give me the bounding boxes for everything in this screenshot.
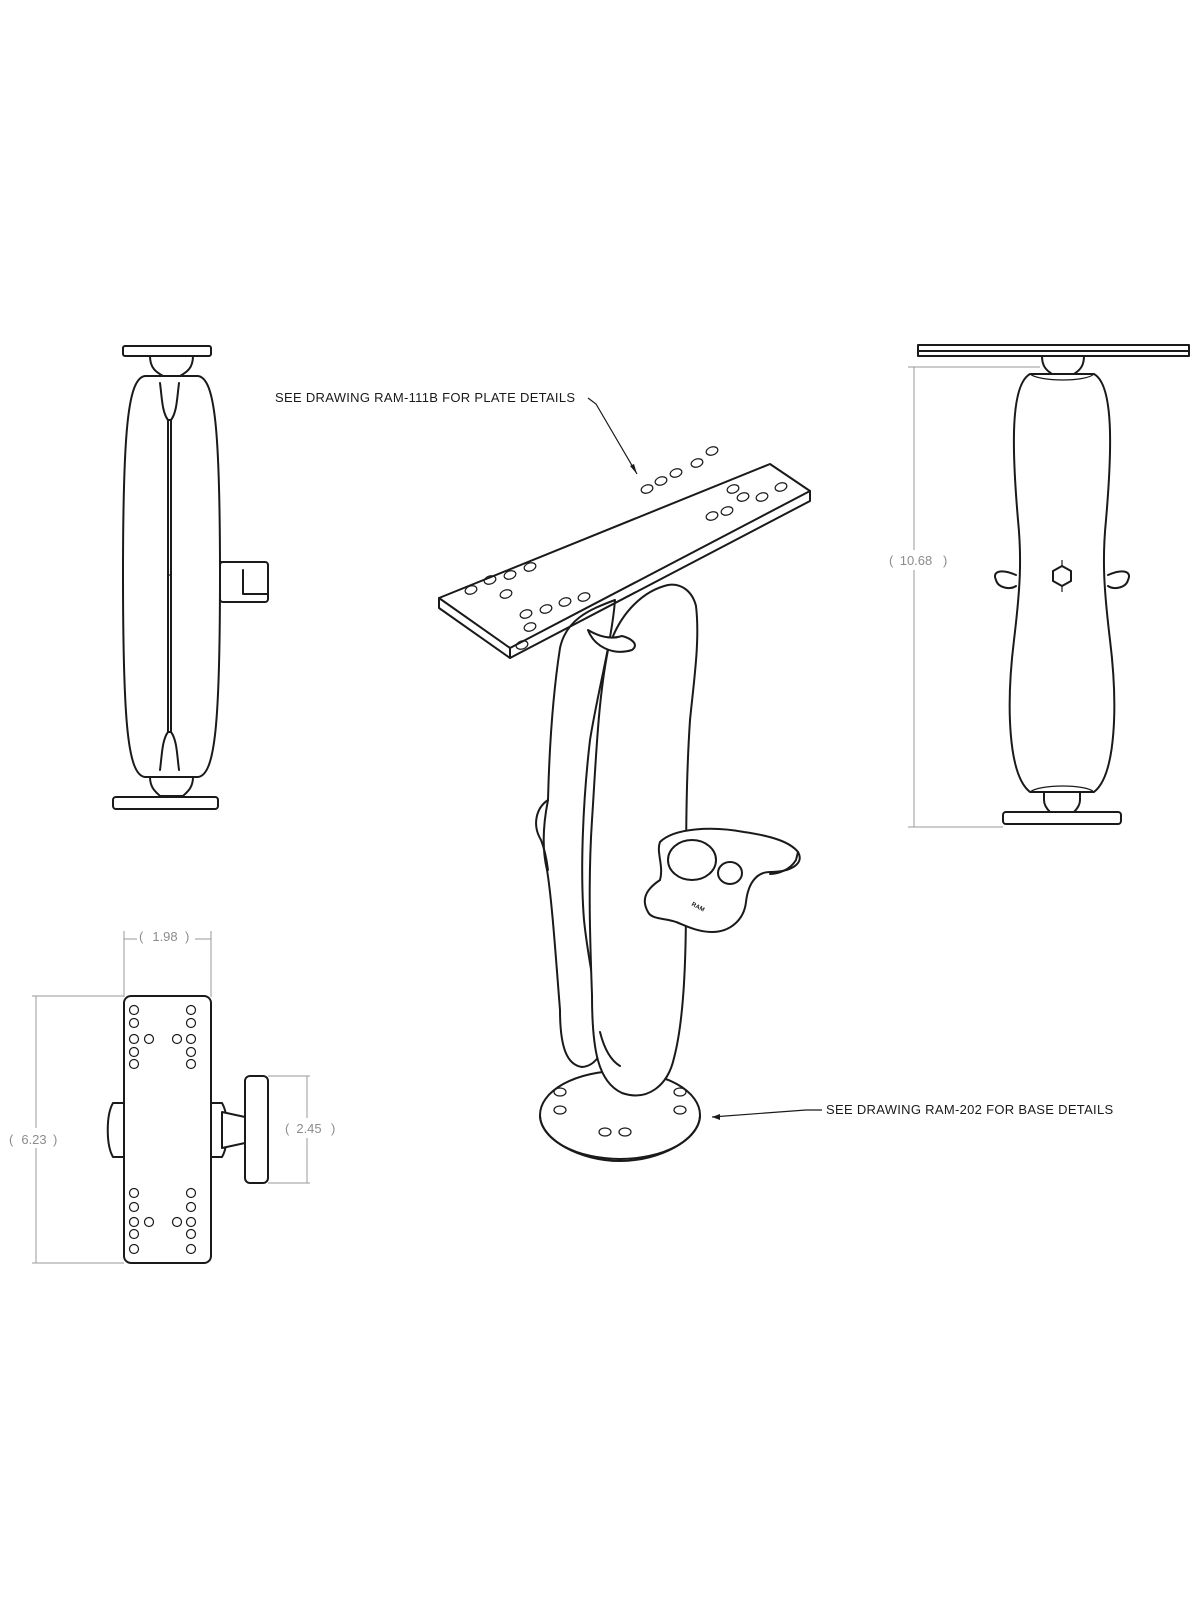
- plate-hole: [755, 492, 769, 502]
- top-view: [32, 931, 310, 1264]
- plate-hole: [185, 1243, 197, 1255]
- svg-text:(: (: [285, 1121, 290, 1136]
- plate-hole: [185, 1058, 197, 1070]
- dimension-plate-width: ( ) 1.98: [137, 926, 195, 946]
- plate-hole: [128, 1058, 140, 1070]
- base-hole: [673, 1105, 687, 1115]
- plate-hole: [720, 506, 734, 516]
- plate-hole: [519, 609, 533, 619]
- plate-hole: [669, 468, 683, 478]
- plate-hole: [705, 446, 719, 456]
- side-view-right: [908, 344, 1190, 828]
- plate-hole: [128, 1033, 140, 1045]
- svg-text:): ): [331, 1121, 335, 1136]
- plate-hole: [185, 1216, 197, 1228]
- plate-hole: [523, 562, 537, 572]
- plate-hole: [128, 1187, 140, 1199]
- plate-hole: [577, 592, 591, 602]
- isometric-plate-holes: [464, 446, 788, 650]
- plate-hole: [726, 484, 740, 494]
- plate-hole: [185, 1033, 197, 1045]
- callout-plate: SEE DRAWING RAM-111B FOR PLATE DETAILS: [275, 390, 638, 475]
- plate-hole: [499, 589, 513, 599]
- plate-hole: [503, 570, 517, 580]
- plate-hole: [128, 1228, 140, 1240]
- plate-hole: [705, 511, 719, 521]
- plate-hole: [128, 1004, 140, 1016]
- plate-hole: [185, 1228, 197, 1240]
- callout-base-text: SEE DRAWING RAM-202 FOR BASE DETAILS: [826, 1102, 1113, 1117]
- callout-plate-text: SEE DRAWING RAM-111B FOR PLATE DETAILS: [275, 390, 575, 405]
- base-holes: [553, 1087, 687, 1137]
- plate-hole: [171, 1216, 183, 1228]
- base-hole: [553, 1087, 567, 1097]
- plate-hole: [128, 1046, 140, 1058]
- base-hole: [598, 1127, 612, 1137]
- svg-text:): ): [53, 1132, 57, 1147]
- plate-hole: [171, 1033, 183, 1045]
- plate-hole: [185, 1187, 197, 1199]
- plate-hole: [128, 1243, 140, 1255]
- svg-text:): ): [185, 929, 189, 944]
- dimension-knob-width: ( ) 2.45: [280, 1118, 338, 1138]
- plate-hole: [185, 1046, 197, 1058]
- plate-hole: [185, 1201, 197, 1213]
- plate-hole: [515, 640, 529, 650]
- plate-hole: [464, 585, 478, 595]
- plate-hole: [558, 597, 572, 607]
- svg-text:): ): [943, 553, 947, 568]
- plate-hole: [128, 1216, 140, 1228]
- plate-hole: [654, 476, 668, 486]
- dimension-plate-length: ( ) 6.23: [7, 1128, 65, 1148]
- svg-text:(: (: [139, 929, 144, 944]
- plate-hole: [185, 1004, 197, 1016]
- base-hole: [553, 1105, 567, 1115]
- plate-hole: [539, 604, 553, 614]
- dimension-plate-width-label: 1.98: [152, 929, 177, 944]
- top-view-plate-holes: [128, 1004, 197, 1255]
- side-view-left: [112, 345, 269, 810]
- dimension-overall-height-label: 10.68: [900, 553, 933, 568]
- plate-hole: [523, 622, 537, 632]
- dimension-knob-width-label: 2.45: [296, 1121, 321, 1136]
- plate-hole: [483, 575, 497, 585]
- svg-text:(: (: [9, 1132, 14, 1147]
- base-hole: [673, 1087, 687, 1097]
- plate-hole: [690, 458, 704, 468]
- plate-hole: [128, 1017, 140, 1029]
- plate-hole: [185, 1017, 197, 1029]
- callout-base: SEE DRAWING RAM-202 FOR BASE DETAILS: [711, 1102, 1113, 1120]
- brand-mark: RAM: [690, 902, 705, 914]
- isometric-view: RAM: [438, 446, 811, 1162]
- plate-hole: [640, 484, 654, 494]
- plate-hole: [143, 1216, 155, 1228]
- dimension-plate-length-label: 6.23: [21, 1132, 46, 1147]
- svg-text:(: (: [889, 553, 894, 568]
- base-hole: [618, 1127, 632, 1137]
- plate-hole: [736, 492, 750, 502]
- dimension-overall-height: ( ) 10.68: [880, 550, 952, 570]
- plate-hole: [143, 1033, 155, 1045]
- plate-hole: [128, 1201, 140, 1213]
- plate-hole: [774, 482, 788, 492]
